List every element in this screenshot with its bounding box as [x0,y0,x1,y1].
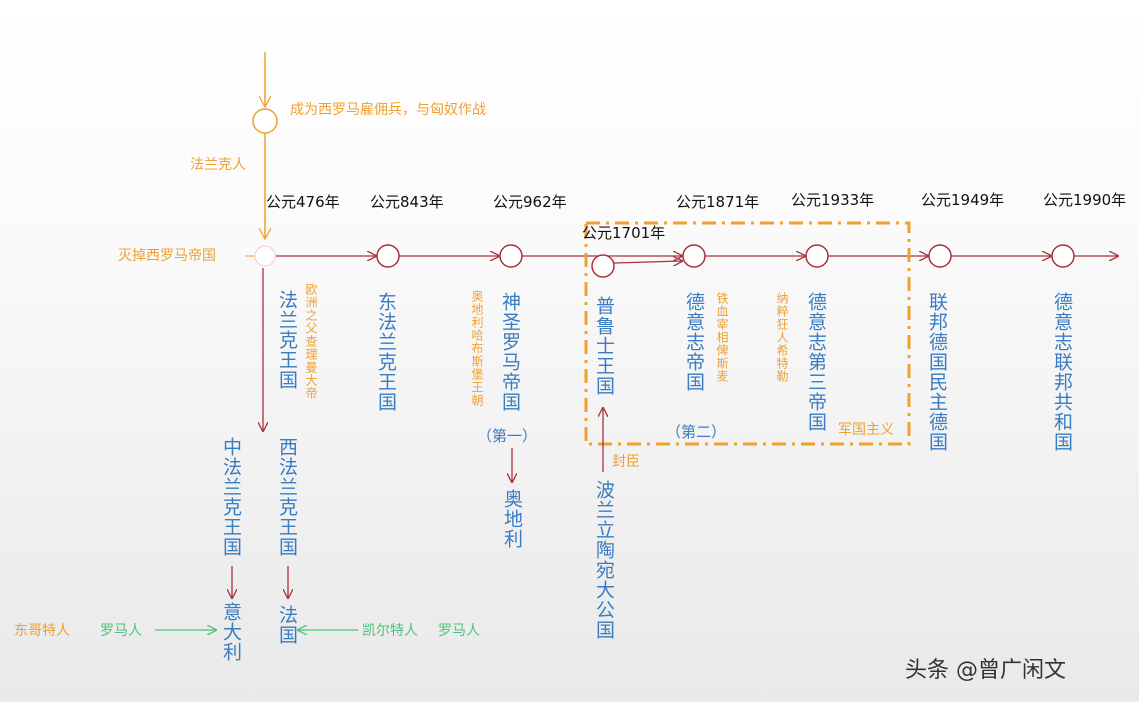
year-476: 公元476年 [266,193,340,211]
year-962: 公元962年 [493,193,567,211]
german-empire: 德意志帝国 [683,292,705,392]
celts-label: 凯尔特人 [362,623,418,639]
year-1701: 公元1701年 [582,224,666,242]
node-962 [499,244,523,268]
hitler-note: 纳粹狂人希特勒 [775,292,789,383]
romans-left-label: 罗马人 [100,623,142,639]
bismarck-note: 铁血宰相俾斯麦 [715,292,729,383]
node-1990 [1051,244,1075,268]
node-1701 [591,254,615,278]
holy-roman-empire: 神圣罗马帝国 [499,292,521,412]
austria: 奥地利 [501,489,523,549]
second-reich-label: （第二） [666,423,727,441]
east-frankish-kingdom: 东法兰克王国 [375,292,397,412]
goths-label: 东哥特人 [14,623,70,639]
romans-right-label: 罗马人 [438,623,480,639]
prussia-to-empire-line [613,261,682,263]
node-1949 [928,244,952,268]
year-843: 公元843年 [370,193,444,211]
year-1990: 公元1990年 [1043,191,1127,209]
italy: 意大利 [220,602,242,662]
node-1871 [682,244,706,268]
federal-republic: 德意志联邦共和国 [1051,292,1073,452]
frg-gdr: 联邦德国民主德国 [926,292,948,452]
prussia-kingdom: 普鲁士王国 [593,296,615,396]
polish-lithuanian: 波兰立陶宛大公国 [593,480,615,640]
frankish-kingdom: 法兰克王国 [276,290,298,390]
node-843 [376,244,400,268]
west-frankish-kingdom: 西法兰克王国 [276,437,298,557]
watermark: 头条 @曾广闲文 [905,658,1066,683]
militarism-box [584,221,911,446]
third-reich: 德意志第三帝国 [805,292,827,432]
destroy-wrome-label: 灭掉西罗马帝国 [118,248,216,264]
year-1933: 公元1933年 [791,191,875,209]
militarism-label: 军国主义 [838,422,894,438]
node-476 [254,245,276,267]
year-1871: 公元1871年 [676,193,760,211]
first-reich-label: （第一） [477,427,538,445]
charlemagne-note: 欧洲之父查理曼大帝 [304,283,318,400]
middle-frankish-kingdom: 中法兰克王国 [220,437,242,557]
vassal-label: 封臣 [612,454,640,470]
habsburg-note: 奥地利哈布斯堡王朝 [470,290,484,407]
mercenary-note: 成为西罗马雇佣兵，与匈奴作战 [290,102,486,118]
node-1933 [805,244,829,268]
franks-label: 法兰克人 [190,157,246,173]
france: 法国 [276,605,298,645]
year-1949: 公元1949年 [921,191,1005,209]
franks-circle [252,108,278,134]
